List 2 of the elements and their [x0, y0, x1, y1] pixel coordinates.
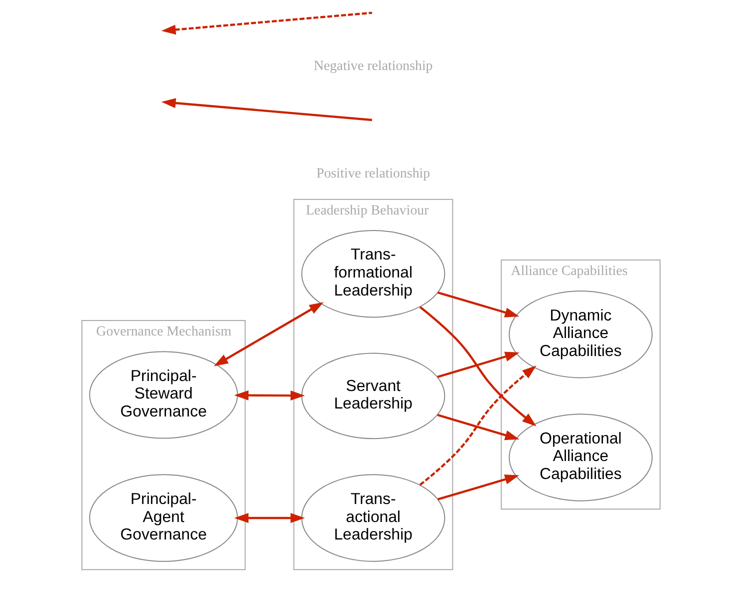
legend-label: Negative relationship	[313, 59, 432, 74]
legend-label: Positive relationship	[316, 166, 430, 182]
